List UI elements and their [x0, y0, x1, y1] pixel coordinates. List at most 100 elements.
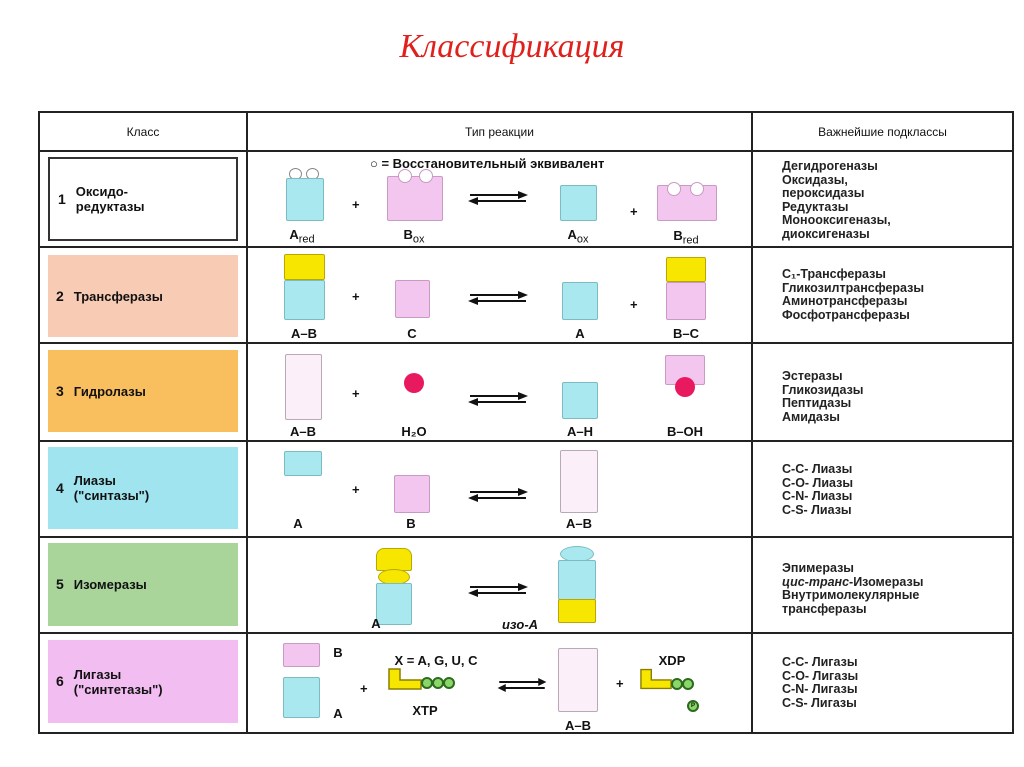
label: B — [406, 516, 416, 531]
phosphate-icon — [443, 677, 455, 689]
substrate-a — [283, 677, 320, 718]
isomer-part-cyan — [558, 560, 596, 600]
class-name: Лигазы ("синтетазы") — [73, 666, 163, 697]
label: Bred — [673, 228, 699, 247]
divider — [751, 111, 753, 734]
product-b — [394, 475, 430, 513]
group-b — [284, 254, 325, 280]
label: A–B — [564, 718, 592, 733]
equilibrium-arrows-icon — [497, 678, 547, 692]
divider — [38, 246, 1014, 248]
divider — [38, 111, 40, 734]
label: A — [293, 516, 303, 531]
subclasses-1: Дегидрогеназы Оксидазы, пероксидазы Реду… — [782, 159, 891, 241]
class-name: Трансферазы — [73, 288, 163, 304]
product-c — [666, 282, 706, 320]
subclass-italic: цис-транс — [782, 574, 850, 589]
subclasses-6: C-C- Лигазы C-O- Лигазы C-N- Лигазы C-S-… — [782, 655, 859, 710]
substrate-a — [284, 280, 325, 320]
label: Aox — [567, 227, 589, 246]
equilibrium-arrows-icon — [468, 392, 528, 406]
hydroxyl-icon — [675, 377, 695, 397]
divider — [38, 536, 1014, 538]
class-3: 3 Гидролазы — [48, 350, 238, 432]
subclass: Эпимеразы — [782, 561, 854, 575]
class-number: 4 — [56, 479, 64, 496]
equilibrium-arrows-icon — [468, 291, 528, 305]
legend-text: ○ = Восстановительный эквивалент — [370, 156, 605, 171]
class-number: 6 — [56, 673, 64, 689]
label: B–C — [672, 326, 700, 341]
plus-sign: + — [352, 386, 360, 401]
substrate-a-red — [286, 178, 324, 221]
plus-sign: + — [360, 681, 368, 696]
group-b — [666, 257, 706, 282]
substrate-c — [395, 280, 430, 318]
label: A — [333, 706, 343, 721]
product-a-b — [558, 648, 598, 712]
class-number: 3 — [56, 382, 64, 399]
substrate-a-b — [560, 450, 598, 513]
label: XDP — [658, 653, 686, 668]
nucleotide-icon — [640, 668, 672, 690]
label: A–B — [289, 424, 317, 439]
label: A–B — [290, 326, 318, 341]
notch — [419, 169, 433, 183]
label: C — [407, 326, 417, 341]
divider — [38, 632, 1014, 634]
reducing-equivalent-icon — [667, 182, 681, 196]
product-a — [562, 282, 598, 320]
label: A–B — [565, 516, 593, 531]
header-class: Класс — [126, 125, 160, 139]
label: XTP — [412, 703, 438, 718]
phosphate-icon: P — [687, 700, 699, 712]
label: Ared — [289, 227, 315, 246]
plus-sign: + — [616, 676, 624, 691]
isomer-part-yellow — [376, 548, 412, 571]
label: изо-А — [501, 617, 539, 632]
label: B–OH — [666, 424, 704, 439]
class-name: Гидролазы — [73, 383, 146, 399]
plus-sign: + — [352, 289, 360, 304]
class-number: 5 — [56, 576, 64, 592]
class-number: 2 — [56, 287, 64, 304]
divider — [1012, 111, 1014, 734]
product-a — [284, 451, 322, 476]
class-name: Оксидо- редуктазы — [75, 184, 145, 214]
notch — [398, 169, 412, 183]
divider — [38, 342, 1014, 344]
plus-sign: + — [352, 482, 360, 497]
class-number: 1 — [58, 190, 66, 207]
divider — [38, 440, 1014, 442]
label: Box — [403, 227, 425, 246]
substrate-a-b — [285, 354, 322, 420]
substrate-b — [283, 643, 320, 667]
equilibrium-arrows-icon — [468, 583, 528, 597]
phosphate-icon — [682, 678, 694, 690]
product-b-red — [657, 185, 717, 221]
subclass: -Изомеразы — [849, 574, 924, 589]
label: B — [333, 645, 343, 660]
nucleotide-icon — [388, 668, 422, 690]
isomer-part-cyan — [376, 583, 412, 625]
product-a-h — [562, 382, 598, 419]
header-subclasses: Важнейшие подклассы — [818, 125, 947, 139]
slide-title: Классификация — [399, 28, 625, 65]
plus-sign: + — [352, 197, 360, 212]
class-6: 6 Лигазы ("синтетазы") — [48, 640, 238, 723]
equilibrium-arrows-icon — [468, 488, 528, 502]
class-1: 1 Оксидо- редуктазы — [48, 157, 238, 241]
plus-sign: + — [630, 204, 638, 219]
class-2: 2 Трансферазы — [48, 255, 238, 337]
substrate-b-ox — [387, 176, 443, 221]
isomer-part-yellow — [558, 599, 596, 623]
label: A — [371, 616, 381, 631]
product-a-ox — [560, 185, 597, 221]
subclasses-3: Эстеразы Гликозидазы Пептидазы Амидазы — [782, 369, 864, 424]
subclass: Внутримолекулярные трансферазы — [782, 588, 920, 616]
divider — [38, 111, 1014, 113]
header-reaction: Тип реакции — [465, 125, 534, 139]
plus-sign: + — [630, 297, 638, 312]
